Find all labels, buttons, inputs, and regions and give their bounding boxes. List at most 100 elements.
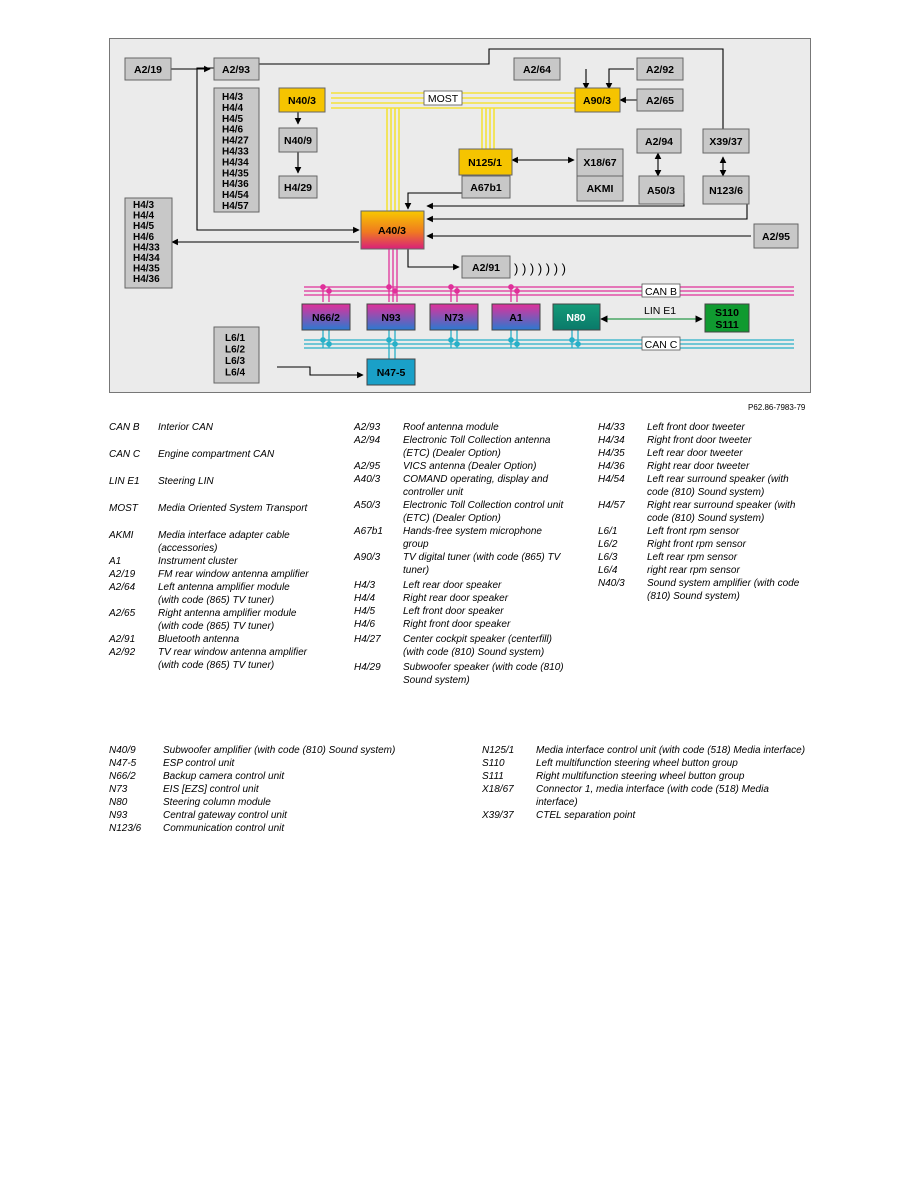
legend-description: Media Oriented System Transport xyxy=(158,503,308,514)
legend-code: H4/33 xyxy=(598,422,625,433)
bluetooth-wave-icon: ) ) ) ) ) ) ) xyxy=(514,261,566,276)
legend-description: Electronic Toll Collection control unit … xyxy=(403,500,564,524)
legend-code: H4/27 xyxy=(354,634,381,645)
a2-19-label: A2/19 xyxy=(134,64,162,76)
legend-description: Bluetooth antenna xyxy=(158,634,240,645)
lin-e1-label: LIN E1 xyxy=(644,305,676,317)
list-entry: H4/27 xyxy=(222,136,249,147)
legend-description: Subwoofer amplifier (with code (810) Sou… xyxy=(163,745,396,756)
n40-9-label: N40/9 xyxy=(284,135,312,147)
legend-code: H4/34 xyxy=(598,435,625,446)
list-entry: L6/2 xyxy=(225,345,245,356)
legend-code: A90/3 xyxy=(354,552,381,563)
legend-code: A2/95 xyxy=(354,461,381,472)
x39-37-label: X39/37 xyxy=(709,136,742,148)
can-modules xyxy=(301,303,750,386)
x18-67-label: X18/67 xyxy=(583,157,616,169)
a40-3-label: A40/3 xyxy=(378,225,406,237)
legend-code: H4/6 xyxy=(354,619,376,630)
most-bus xyxy=(331,92,575,214)
a2-91-label: A2/91 xyxy=(472,262,500,274)
can-b-label-box xyxy=(641,283,681,298)
n47-5-label: N47-5 xyxy=(377,367,406,379)
legend-code: A2/64 xyxy=(109,582,136,593)
legend-description: Connector 1, media interface (with code … xyxy=(536,784,769,808)
list-entry: H4/5 xyxy=(133,221,155,232)
yellow-boxes xyxy=(278,87,621,176)
legend-description: Media interface control unit (with code … xyxy=(536,745,806,756)
legend-description: Left front door tweeter xyxy=(647,422,745,433)
network-topology-diagram: MOST CAN B CAN C xyxy=(109,38,811,393)
legend-code: N73 xyxy=(109,784,128,795)
list-entry: H4/33 xyxy=(222,147,249,158)
a40-3-box xyxy=(360,210,425,250)
legend-description: Hands-free system microphone group xyxy=(403,526,542,550)
a2-92-label: A2/92 xyxy=(646,64,674,76)
a2-64-label: A2/64 xyxy=(523,64,551,76)
a50-3-label: A50/3 xyxy=(647,185,675,197)
a2-65-label: A2/65 xyxy=(646,95,674,107)
a2-94-label: A2/94 xyxy=(645,136,673,148)
legend-code: CAN B xyxy=(109,422,140,433)
legend-code: H4/3 xyxy=(354,580,376,591)
legend-description: Sound system amplifier (with code (810) … xyxy=(647,578,800,602)
list-entry: H4/35 xyxy=(133,264,160,275)
legend-code: A2/91 xyxy=(109,634,136,645)
legend-description: Left rear door tweeter xyxy=(647,448,743,459)
legend-description: Right front rpm sensor xyxy=(647,539,746,550)
list-entry: H4/33 xyxy=(133,242,160,253)
list-entry: H4/6 xyxy=(133,232,155,243)
legend-code: S110 xyxy=(482,758,505,769)
legend-description: VICS antenna (Dealer Option) xyxy=(403,461,537,472)
list-entry: L6/4 xyxy=(225,368,245,379)
legend-description: FM rear window antenna amplifier xyxy=(158,569,309,580)
list-entry: L6/3 xyxy=(225,356,245,367)
list-entry: H4/34 xyxy=(133,253,160,264)
legend-description: Communication control unit xyxy=(163,823,285,834)
legend-code: N125/1 xyxy=(482,745,515,756)
legend-description: Roof antenna module xyxy=(403,422,499,433)
legend-code: S111 xyxy=(482,771,504,782)
n93-label: N93 xyxy=(381,312,400,324)
legend-description: TV rear window antenna amplifier (with c… xyxy=(158,647,307,671)
akmi-label: AKMI xyxy=(587,183,614,195)
legend-description: TV digital tuner (with code (865) TV tun… xyxy=(403,552,561,576)
n66-2-label: N66/2 xyxy=(312,312,340,324)
legend-description: Left front rpm sensor xyxy=(647,526,740,537)
legend-bottom-column-2: N125/1 Media interface control unit (with… xyxy=(482,744,812,822)
list-entry: H4/57 xyxy=(222,201,249,212)
n123-6-label: N123/6 xyxy=(709,185,743,197)
n73-label: N73 xyxy=(444,312,463,324)
legend-code: H4/4 xyxy=(354,593,376,604)
can-c-bus xyxy=(304,339,794,349)
a90-3-label: A90/3 xyxy=(583,95,611,107)
legend-code: H4/36 xyxy=(598,461,625,472)
legend-description: Right rear door speaker xyxy=(403,593,509,604)
legend-description: COMAND operating, display and controller… xyxy=(403,474,549,498)
legend-description: Subwoofer speaker (with code (810) Sound… xyxy=(403,662,564,686)
legend-description: Left multifunction steering wheel button… xyxy=(536,758,738,769)
legend-code: L6/3 xyxy=(598,552,618,563)
most-label-box xyxy=(423,90,463,106)
